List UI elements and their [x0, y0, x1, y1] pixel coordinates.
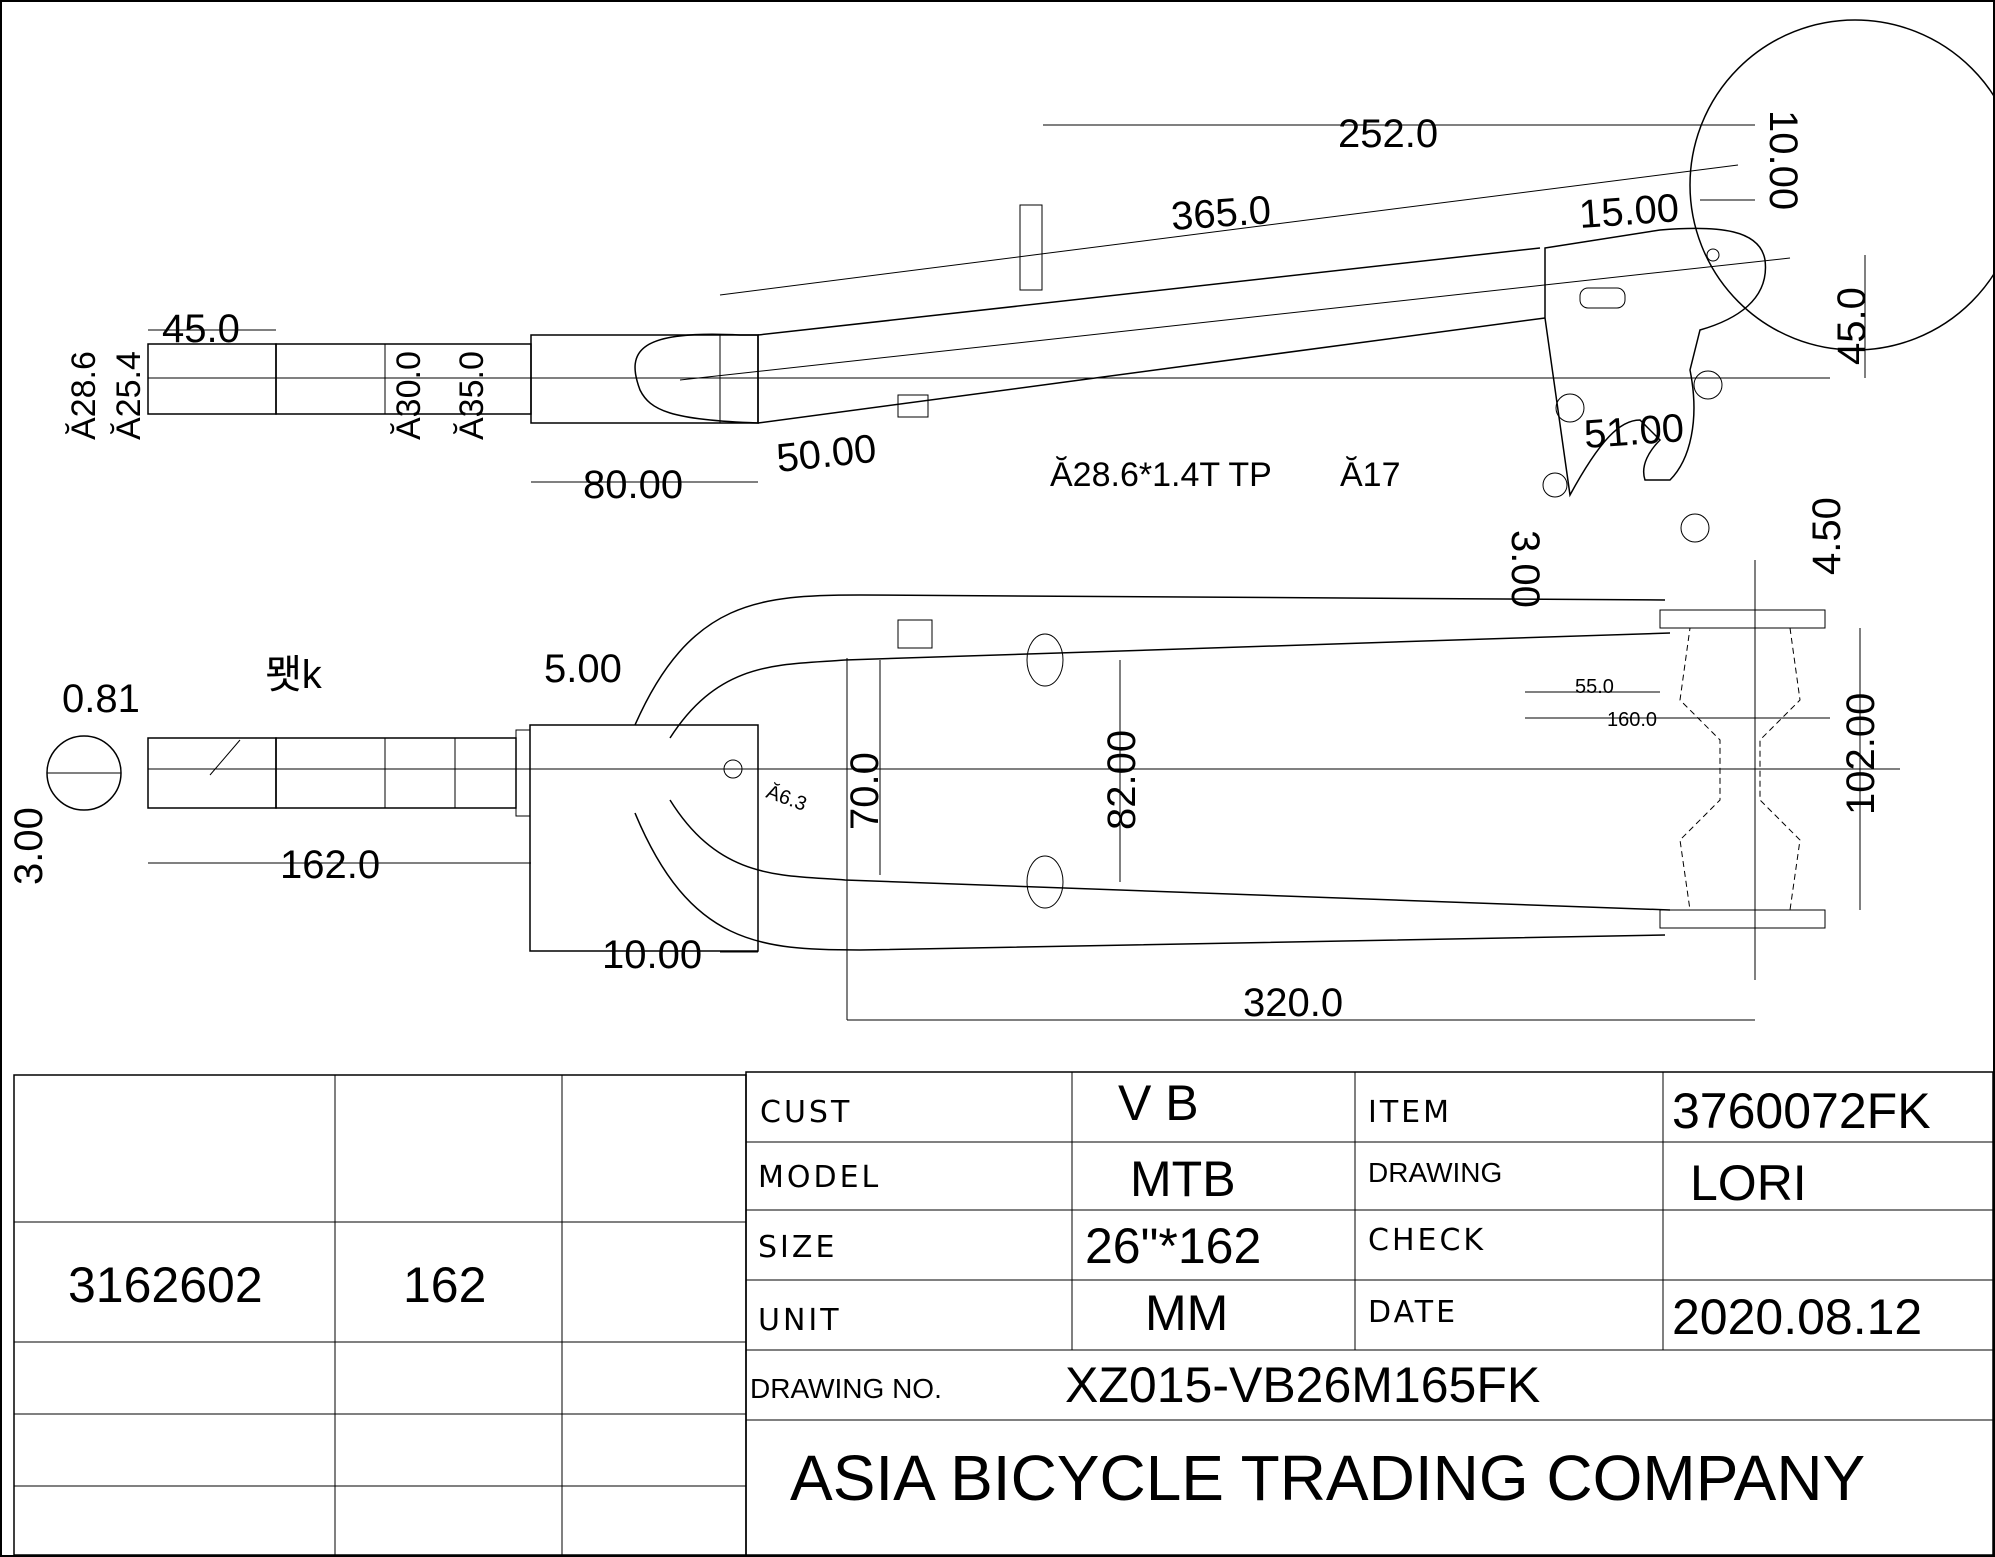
- item-value: 3760072FK: [1672, 1083, 1931, 1139]
- dim-phi-6-3: Ă6.3: [763, 780, 810, 816]
- right-leg-outer: [634, 812, 1666, 951]
- hub-body: [1679, 627, 1801, 911]
- leader-k: [209, 739, 241, 776]
- drawing-no-value: XZ015-VB26M165FK: [1065, 1357, 1540, 1413]
- leg-lower-edge: [757, 317, 1546, 424]
- disc-mount-hole-2: [1693, 370, 1723, 400]
- dim-3-left: 3.00: [7, 807, 51, 885]
- dim-phi-30: Ă30.0: [390, 351, 428, 440]
- title-block: [745, 1071, 1994, 1556]
- dim-10: 10.00: [602, 933, 702, 977]
- drawing-label: DRAWING: [1368, 1157, 1502, 1188]
- front-steerer-mid: [275, 737, 517, 809]
- dim-15: 15.00: [1578, 186, 1681, 237]
- part-number: 3162602: [68, 1257, 263, 1313]
- model-label: MODEL: [758, 1160, 881, 1195]
- cable-stop: [897, 394, 929, 418]
- drawing-no-label: DRAWING NO.: [750, 1373, 942, 1404]
- check-label: CHECK: [1368, 1223, 1486, 1258]
- unit-label: UNIT: [758, 1303, 842, 1338]
- dim-5: 5.00: [544, 647, 622, 691]
- crown-front: [529, 724, 759, 952]
- brake-stud: [1019, 204, 1043, 291]
- right-leg-inner: [669, 799, 1671, 911]
- leg-upper-edge: [757, 247, 1541, 336]
- date-label: DATE: [1368, 1295, 1458, 1330]
- crown-body: [634, 333, 759, 424]
- disc-mount-hole-1: [1555, 393, 1585, 423]
- steerer-length: 162: [403, 1257, 486, 1313]
- left-leg-outer: [634, 594, 1666, 726]
- company-name: ASIA BICYCLE TRADING COMPANY: [790, 1442, 1865, 1514]
- dim-10-top: 10.00: [1761, 110, 1805, 210]
- detail-circle: [1689, 19, 1995, 351]
- dim-70: 70.0: [843, 752, 887, 830]
- cust-value: V B: [1118, 1075, 1199, 1131]
- dim-320: 320.0: [1243, 981, 1343, 1025]
- dim-51: 51.00: [1583, 406, 1686, 457]
- dim-45-left: 45.0: [162, 307, 240, 351]
- dim-line-365: [719, 164, 1739, 296]
- axle-center: [1706, 248, 1720, 262]
- date-value: 2020.08.12: [1672, 1289, 1922, 1345]
- dropout-body: [1544, 227, 1767, 498]
- dim-162: 162.0: [280, 843, 380, 887]
- model-value: MTB: [1130, 1151, 1236, 1207]
- front-race: [515, 729, 531, 817]
- side-view: [147, 19, 1995, 543]
- steerer-top-section: [147, 343, 277, 415]
- dim-50: 50.00: [774, 427, 878, 481]
- hub-bottom-flange: [1659, 909, 1826, 929]
- unit-value: MM: [1145, 1285, 1228, 1341]
- dim-102: 102.00: [1839, 693, 1883, 815]
- disc-mount-hole-3: [1542, 472, 1568, 498]
- brake-boss-left: [1026, 633, 1064, 687]
- item-label: ITEM: [1368, 1095, 1452, 1130]
- glyph-k: 뫳k: [265, 653, 323, 697]
- disc-mount-hole-4: [1680, 513, 1710, 543]
- note-17: Ă17: [1340, 456, 1401, 494]
- dim-45-right: 45.0: [1830, 287, 1874, 365]
- left-revision-table: [13, 1074, 747, 1556]
- size-value: 26"*162: [1085, 1218, 1261, 1274]
- size-label: SIZE: [758, 1230, 837, 1265]
- cust-label: CUST: [760, 1095, 852, 1130]
- dim-phi-35: Ă35.0: [453, 351, 491, 440]
- dim-phi-25-4: Ă25.4: [110, 351, 148, 440]
- dim-3-vert: 3.00: [1503, 530, 1547, 608]
- left-leg-inner: [669, 632, 1671, 739]
- dim-55: 55.0: [1575, 676, 1614, 698]
- crown-insert: [719, 334, 759, 424]
- dim-80: 80.00: [583, 463, 683, 507]
- crown-hole: [723, 759, 743, 779]
- brake-boss-right: [1026, 855, 1064, 909]
- dim-phi-28-6: Ă28.6: [65, 351, 103, 440]
- front-view: [46, 560, 1900, 1021]
- leg-axis: [679, 257, 1791, 381]
- hub-top-flange: [1659, 609, 1826, 629]
- drawing-value: LORI: [1690, 1155, 1807, 1211]
- dim-4-5: 4.50: [1805, 497, 1849, 575]
- dim-82: 82.00: [1100, 730, 1144, 830]
- dim-252: 252.0: [1338, 112, 1438, 156]
- dim-365: 365.0: [1170, 188, 1273, 239]
- dim-0-81: 0.81: [62, 677, 140, 721]
- front-cable-stop: [897, 619, 933, 649]
- note-tube-spec: Ă28.6*1.4T TP: [1050, 456, 1272, 494]
- dropout-slot: [1579, 287, 1626, 309]
- dim-160: 160.0: [1607, 709, 1657, 731]
